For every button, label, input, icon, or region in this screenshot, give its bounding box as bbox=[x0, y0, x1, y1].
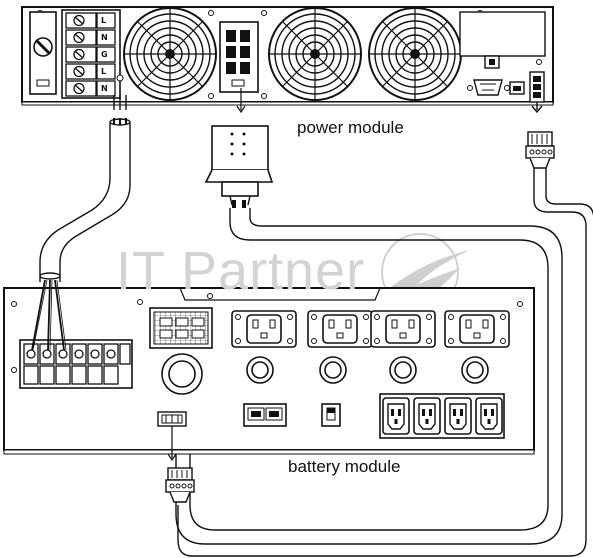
fan-grille-icon bbox=[123, 7, 217, 101]
battery-module-label: battery module bbox=[288, 457, 401, 476]
signal-plug-bottom bbox=[165, 467, 195, 503]
power-module-label: power module bbox=[297, 118, 404, 137]
battery-switch bbox=[321, 403, 341, 427]
fan-grille-icon bbox=[268, 7, 362, 101]
battery-terminal-block bbox=[19, 339, 133, 389]
outlet-gland bbox=[246, 356, 274, 384]
cable-gland bbox=[161, 353, 203, 395]
outlet-gland bbox=[461, 356, 489, 384]
iec-outlet-icon bbox=[370, 310, 436, 348]
battery-signal-port bbox=[157, 411, 187, 427]
iec-outlet-bank bbox=[379, 393, 505, 439]
signal-cable bbox=[177, 102, 593, 557]
outlet-gland bbox=[319, 356, 347, 384]
power-module-dc-plug bbox=[204, 125, 274, 208]
outlet-gland bbox=[389, 356, 417, 384]
iec-outlet-icon bbox=[444, 310, 510, 348]
terminal-label: G bbox=[101, 50, 108, 59]
terminal-label: L bbox=[101, 67, 107, 76]
power-module-comm-panel bbox=[459, 11, 546, 103]
terminal-label: L bbox=[101, 16, 107, 25]
signal-plug-top bbox=[525, 131, 555, 169]
breaker-switch-icon bbox=[29, 11, 57, 95]
input-terminal-block bbox=[61, 9, 124, 99]
iec-outlet-icon bbox=[307, 310, 373, 348]
fan-grille-icon bbox=[368, 7, 462, 101]
battery-input-wires bbox=[31, 279, 67, 351]
terminal-label: N bbox=[101, 33, 108, 42]
ac-input-cable bbox=[39, 95, 131, 282]
power-module-dc-connector bbox=[219, 21, 259, 93]
watermark-text: IT Partner bbox=[116, 241, 366, 301]
terminal-label: N bbox=[101, 84, 108, 93]
iec-outlet-icon bbox=[231, 310, 297, 348]
dc-cable bbox=[175, 208, 563, 545]
battery-dc-connector bbox=[149, 307, 213, 349]
rj45-port-icon bbox=[243, 403, 287, 427]
